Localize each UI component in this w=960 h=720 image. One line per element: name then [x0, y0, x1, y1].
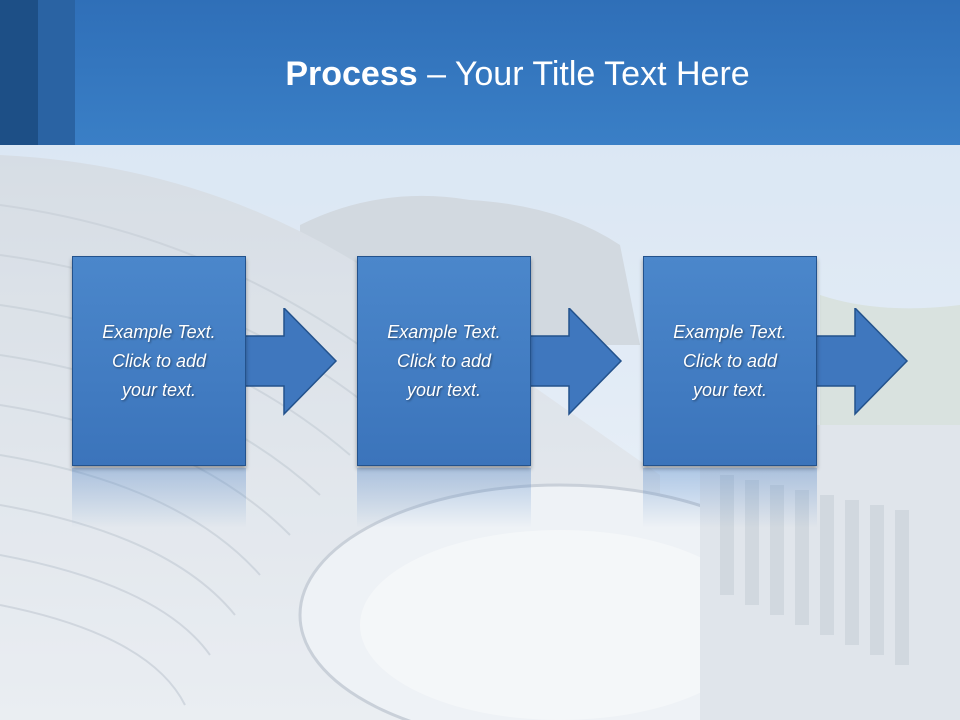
banner-stripe-dark	[0, 0, 38, 145]
process-step-3: Example Text. Click to add your text.	[643, 256, 933, 528]
title-banner: Process – Your Title Text Here	[0, 0, 960, 145]
slide-title[interactable]: Process – Your Title Text Here	[75, 52, 960, 96]
step-1-textbox[interactable]: Example Text. Click to add your text.	[72, 256, 246, 466]
step-3-textbox[interactable]: Example Text. Click to add your text.	[643, 256, 817, 466]
step-3-reflection	[643, 468, 817, 528]
process-step-2: Example Text. Click to add your text.	[357, 256, 647, 528]
process-step-1: Example Text. Click to add your text.	[72, 256, 362, 528]
step-1-text: Example Text. Click to add your text.	[102, 321, 216, 400]
step-2-reflection	[357, 468, 531, 528]
right-arrow-icon	[803, 308, 909, 416]
title-bold-part: Process	[285, 55, 418, 93]
right-arrow-icon	[517, 308, 623, 416]
step-2-text: Example Text. Click to add your text.	[387, 321, 501, 400]
banner-stripe-mid	[38, 0, 75, 145]
step-2-textbox[interactable]: Example Text. Click to add your text.	[357, 256, 531, 466]
title-regular-part: – Your Title Text Here	[417, 55, 750, 93]
step-3-text: Example Text. Click to add your text.	[673, 321, 787, 400]
step-1-reflection	[72, 468, 246, 528]
right-arrow-icon	[232, 308, 338, 416]
